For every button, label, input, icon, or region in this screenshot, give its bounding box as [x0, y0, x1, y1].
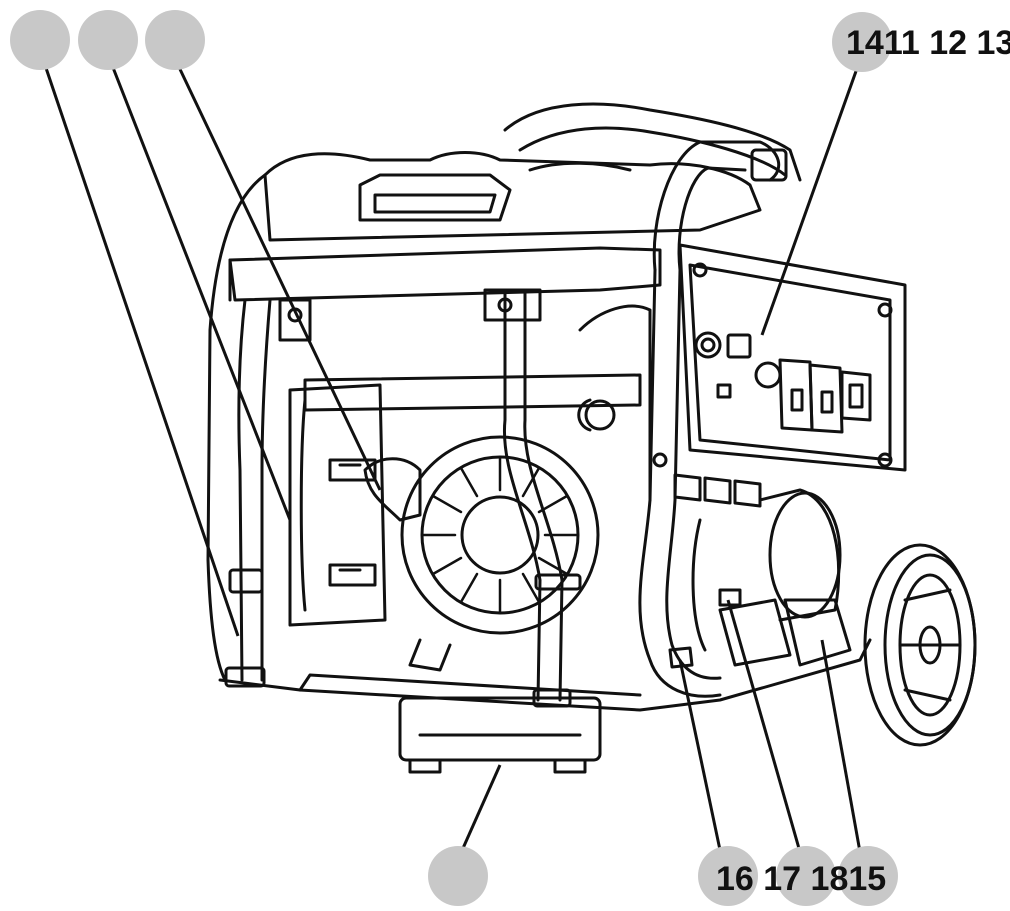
frame-top-bar [228, 246, 662, 302]
leader-line [110, 64, 292, 521]
base-frame [218, 638, 872, 774]
callout-circle [428, 846, 488, 906]
leader-line [176, 64, 382, 491]
callout-label-top-right: 1411 12 13 [846, 24, 1010, 62]
callout-circle [10, 10, 70, 70]
frame-handle [503, 102, 802, 272]
air-filter [288, 383, 387, 627]
callout-circle [78, 10, 138, 70]
frame-left [206, 173, 272, 688]
wheel [863, 543, 977, 747]
leader-line [726, 599, 802, 853]
leader-lines [43, 59, 862, 856]
frame-cross-tube [303, 373, 642, 412]
callout-circle [838, 846, 898, 906]
control-panel [673, 243, 907, 508]
callout-circles [10, 10, 898, 906]
alternator [668, 488, 852, 669]
leader-line [678, 659, 722, 851]
leader-line [820, 639, 862, 853]
leader-line [43, 64, 240, 637]
fuel-tank [263, 151, 762, 242]
callout-circle [832, 12, 892, 72]
leader-line [458, 764, 502, 856]
callout-circle [145, 10, 205, 70]
callout-circle [776, 846, 836, 906]
engine-block [577, 304, 652, 502]
recoil-starter [363, 435, 600, 672]
callout-circle [698, 846, 758, 906]
callout-label-bottom-right: 16 17 1815 [716, 860, 887, 898]
leader-line [760, 59, 862, 336]
